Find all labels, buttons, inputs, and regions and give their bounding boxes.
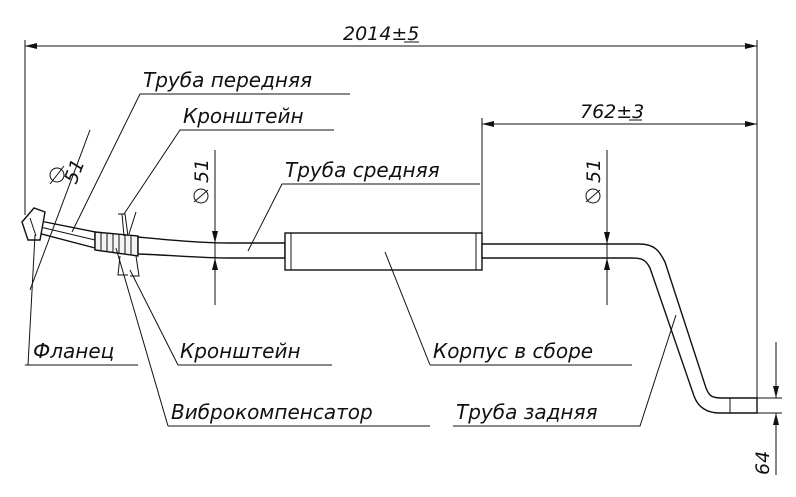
diameter-rear-callout: 51 bbox=[583, 150, 610, 305]
bracket-top bbox=[118, 211, 137, 237]
bracket-bottom-label: Кронштейн bbox=[180, 339, 301, 363]
rear-height-dimension: 64 bbox=[752, 342, 782, 475]
label-pipe-front: Труба передняя bbox=[71, 68, 350, 233]
pipe-front bbox=[34, 219, 96, 249]
label-pipe-rear: Труба задняя bbox=[453, 314, 677, 427]
label-vibration-compensator: Виброкомпенсатор bbox=[115, 247, 430, 427]
overall-dimension: 2014±5 bbox=[24, 23, 758, 400]
diameter-rear-value: 51 bbox=[583, 159, 605, 183]
vibration-compensator bbox=[94, 231, 139, 257]
diameter-front-value: 51 bbox=[60, 156, 89, 186]
pipe-middle-label: Труба средняя bbox=[285, 158, 440, 182]
label-muffler-body: Корпус в сборе bbox=[384, 251, 632, 366]
diameter-mid-callout: 51 bbox=[191, 150, 218, 305]
diameter-mid-value: 51 bbox=[191, 159, 213, 183]
rear-height-value: 64 bbox=[752, 451, 774, 475]
label-bracket-bottom: Кронштейн bbox=[129, 269, 332, 366]
rear-length-value: 762±3 bbox=[580, 101, 644, 123]
flange-label: Фланец bbox=[33, 339, 114, 363]
pipe-rear-label: Труба задняя bbox=[456, 400, 598, 424]
label-pipe-middle: Труба средняя bbox=[247, 158, 480, 252]
bracket-top-label: Кронштейн bbox=[183, 104, 304, 128]
label-bracket-top: Кронштейн bbox=[123, 104, 334, 215]
label-flange: Фланец bbox=[25, 234, 138, 366]
vibration-compensator-label: Виброкомпенсатор bbox=[171, 400, 373, 424]
flange bbox=[21, 207, 46, 241]
pipe-front-label: Труба передняя bbox=[143, 68, 312, 92]
pipe-middle bbox=[137, 236, 286, 259]
muffler-body-label: Корпус в сборе bbox=[433, 339, 593, 363]
overall-length-value: 2014±5 bbox=[343, 23, 419, 45]
muffler-body bbox=[284, 232, 483, 271]
pipe-rear bbox=[481, 243, 758, 414]
rear-dimension: 762±3 bbox=[481, 101, 757, 236]
